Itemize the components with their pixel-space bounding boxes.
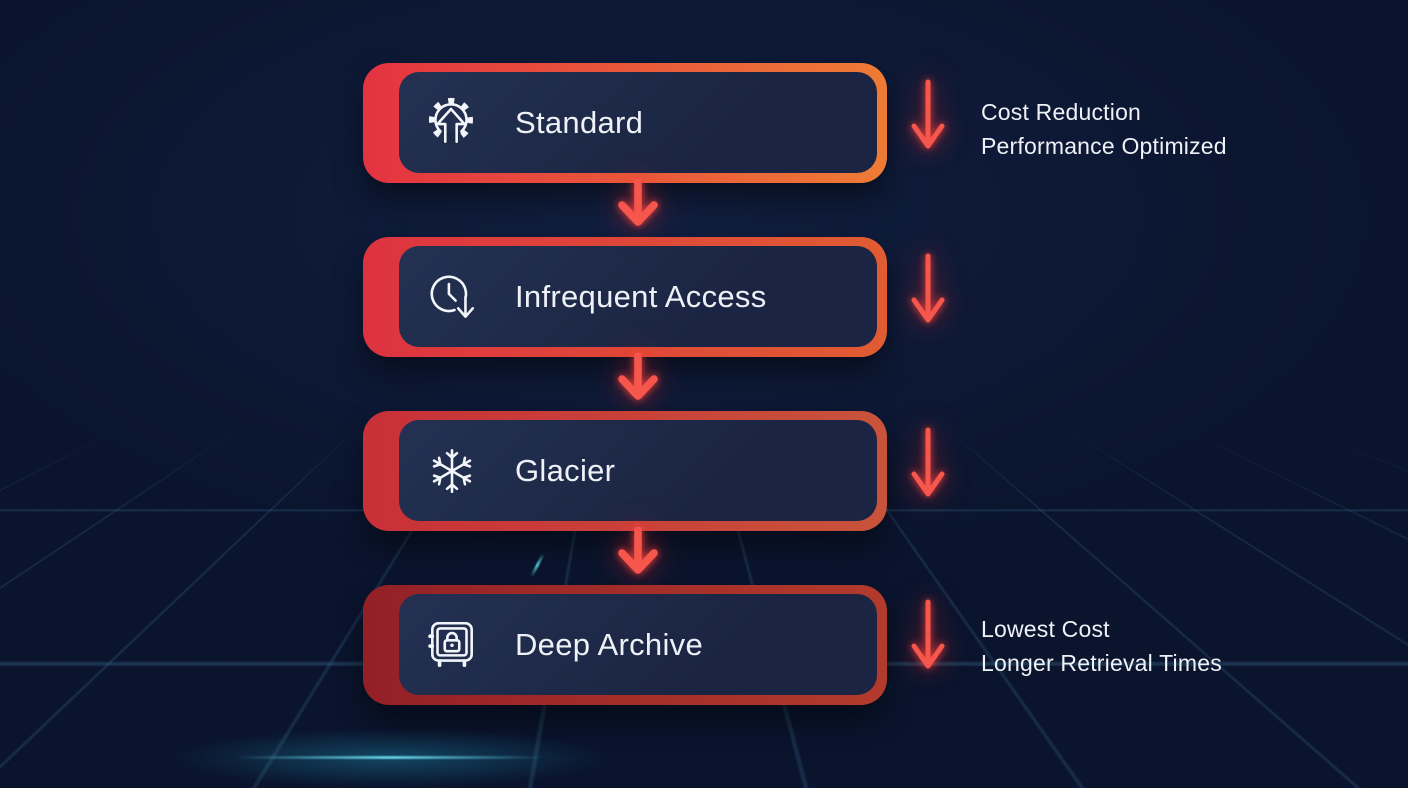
storage-tier-card-standard: Standard bbox=[363, 63, 887, 183]
clock-down-arrow-icon bbox=[430, 275, 475, 318]
storage-tier-card-deep-archive: Deep Archive bbox=[363, 585, 887, 705]
card-panel: Glacier bbox=[399, 420, 877, 521]
card-label: Deep Archive bbox=[515, 626, 703, 662]
safe-lock-icon bbox=[428, 621, 473, 667]
down-arrow-side-3 bbox=[911, 427, 945, 497]
gear-up-arrow-icon bbox=[428, 97, 473, 145]
annotation-line-1: Cost Reduction bbox=[981, 99, 1142, 125]
annotation-line-2: Longer Retrieval Times bbox=[981, 650, 1222, 676]
storage-tier-card-infrequent-access: Infrequent Access bbox=[363, 237, 887, 357]
snowflake-icon bbox=[432, 448, 472, 493]
grid-highlight-line bbox=[235, 756, 545, 759]
card-panel: Deep Archive bbox=[399, 594, 877, 695]
grid-highlight-dash bbox=[530, 552, 545, 578]
storage-tier-card-glacier: Glacier bbox=[363, 411, 887, 531]
bottom-annotation: Lowest Cost Longer Retrieval Times bbox=[981, 612, 1222, 680]
card-label: Infrequent Access bbox=[515, 278, 767, 314]
down-arrow-side-1 bbox=[911, 79, 945, 149]
card-panel: Infrequent Access bbox=[399, 246, 877, 347]
card-label: Standard bbox=[515, 104, 644, 140]
down-arrow-connector-3 bbox=[618, 527, 658, 574]
down-arrow-connector-2 bbox=[618, 353, 658, 400]
card-label: Glacier bbox=[515, 452, 616, 488]
down-arrow-side-4 bbox=[911, 599, 945, 669]
down-arrow-connector-1 bbox=[618, 179, 658, 226]
down-arrow-side-2 bbox=[911, 253, 945, 323]
top-annotation: Cost Reduction Performance Optimized bbox=[981, 95, 1227, 163]
annotation-line-2: Performance Optimized bbox=[981, 133, 1227, 159]
annotation-line-1: Lowest Cost bbox=[981, 616, 1110, 642]
card-panel: Standard bbox=[399, 72, 877, 173]
